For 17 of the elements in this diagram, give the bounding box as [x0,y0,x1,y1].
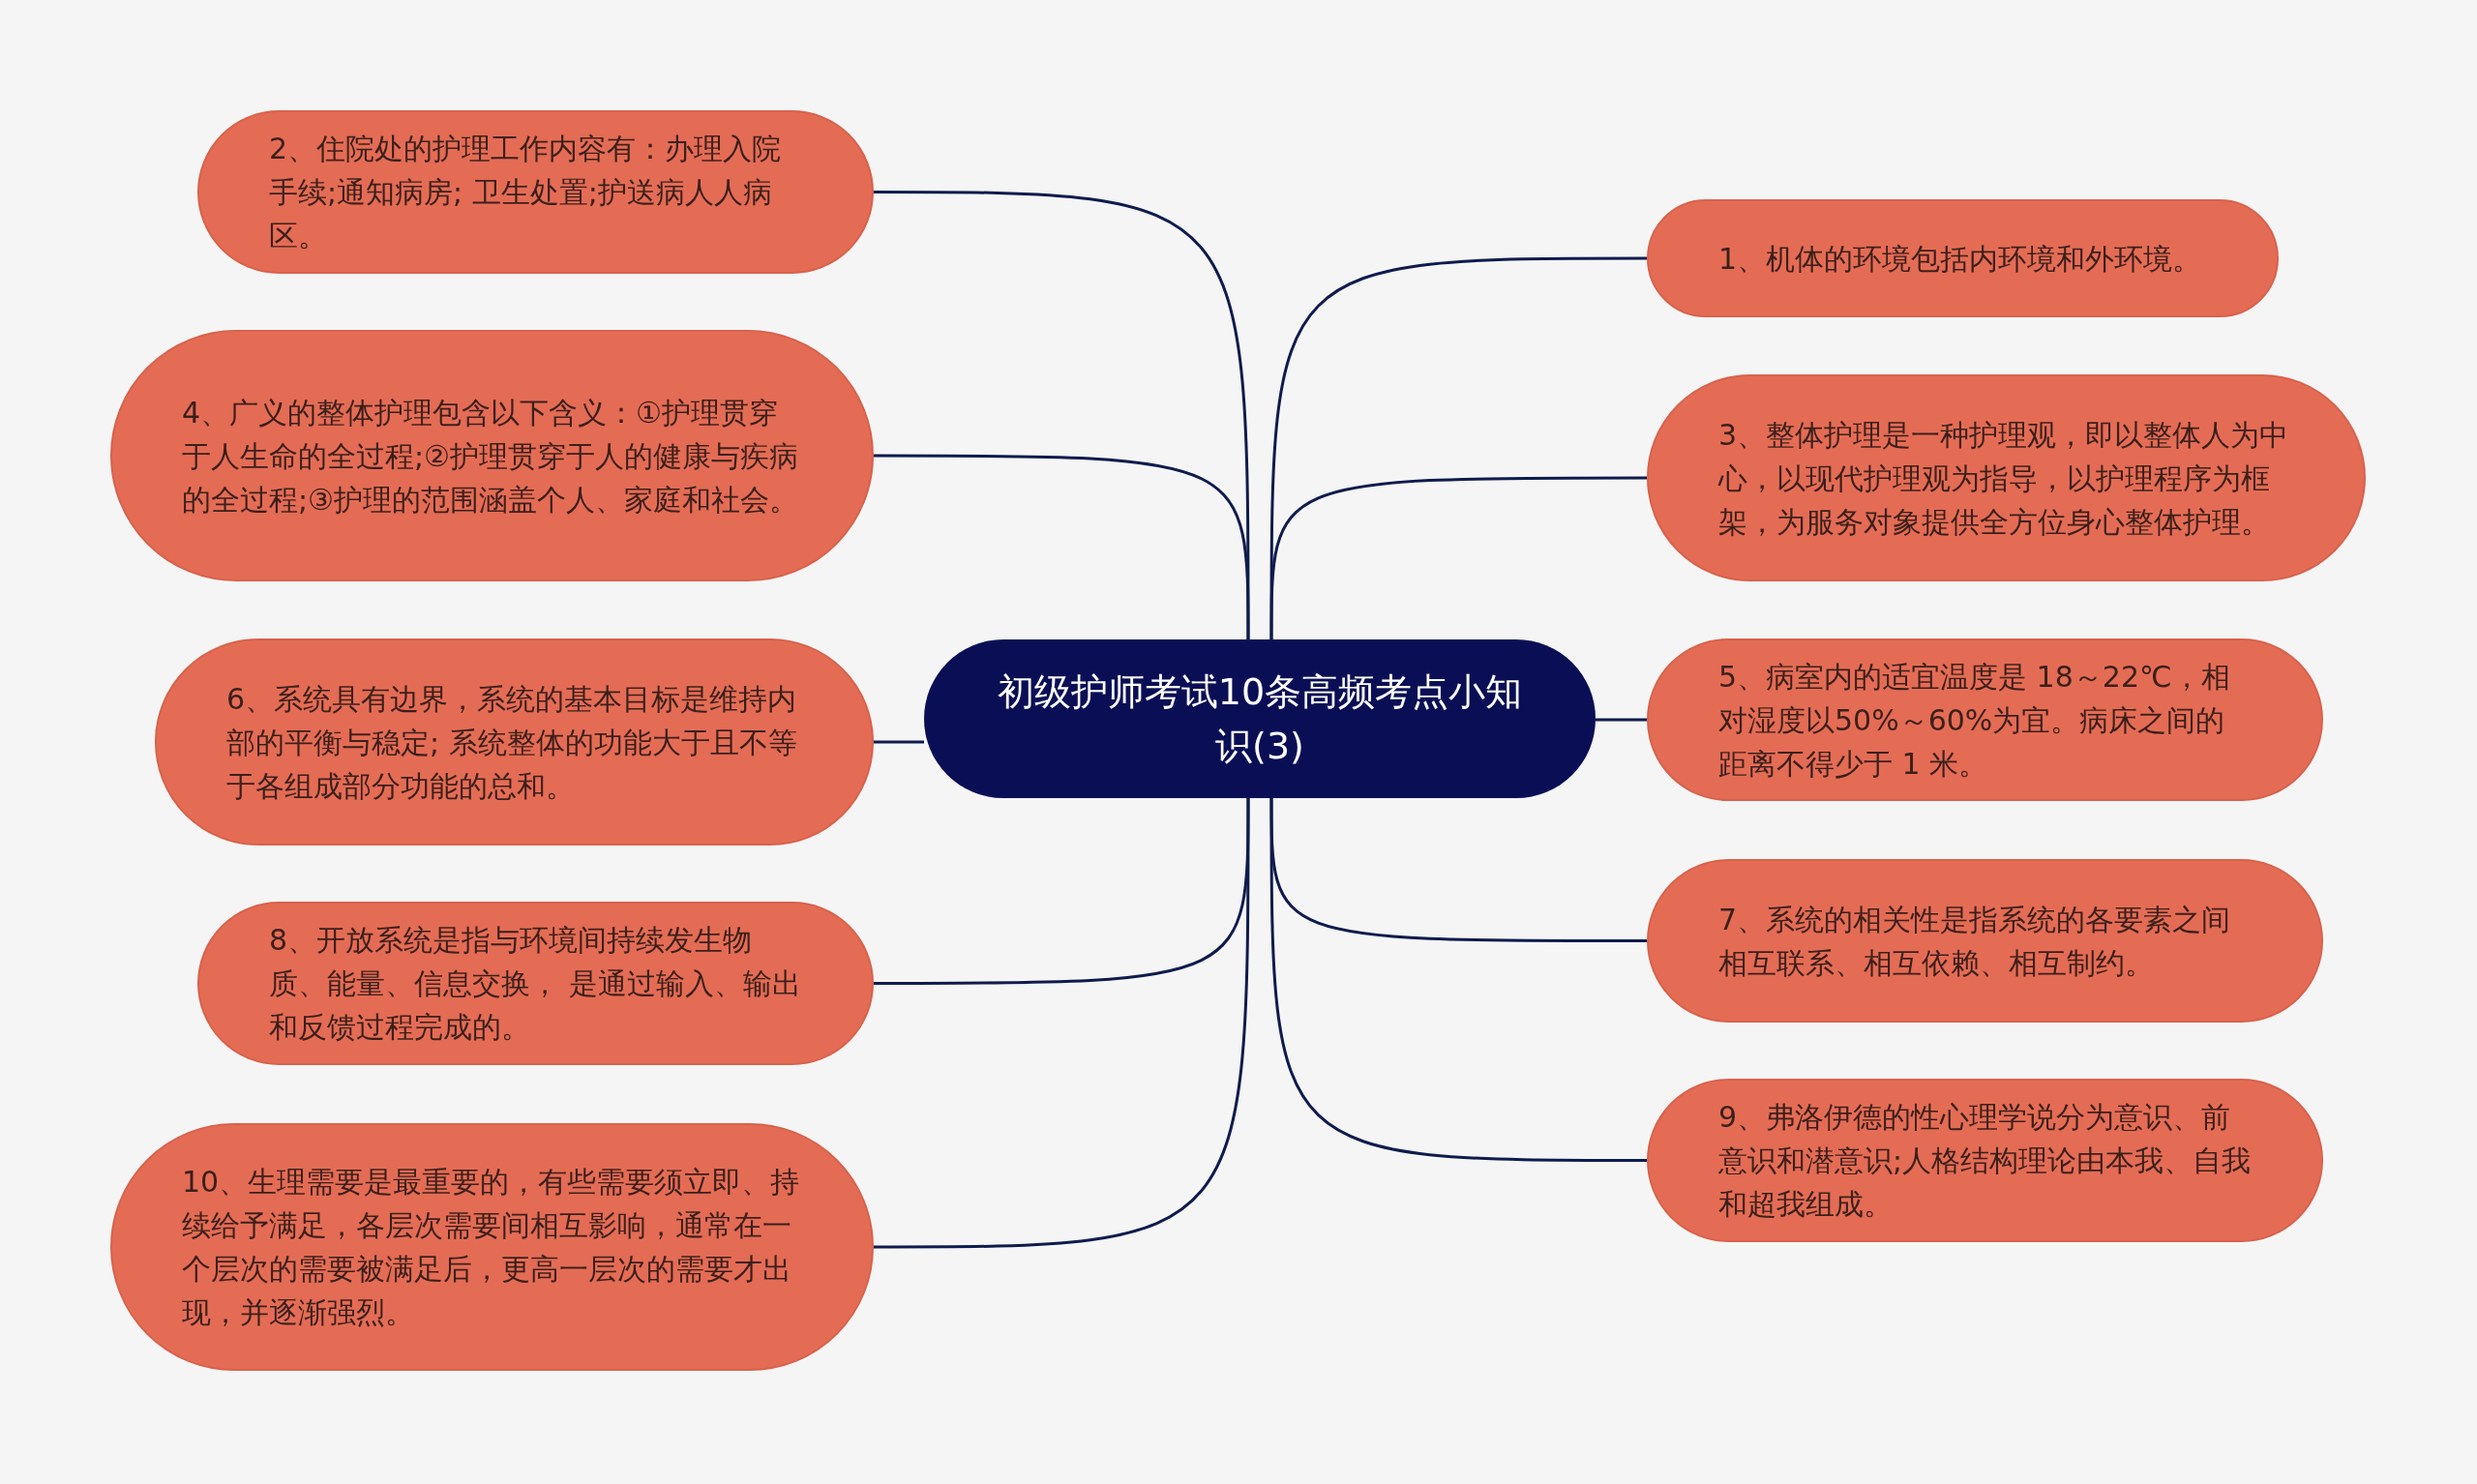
note-text: 9、弗洛伊德的性心理学说分为意识、前意识和潜意识;人格结构理论由本我、自我和超我组成。 [1718,1099,2252,1223]
connector-line [1269,798,1647,1162]
note-text: 8、开放系统是指与环境间持续发生物质、能量、信息交换， 是通过输入、输出和反馈过程完成的。 [269,922,802,1046]
connector-line [874,740,924,744]
connector-line [1596,718,1647,722]
note-text: 3、整体护理是一种护理观，即以整体人为中心，以现代护理观为指导，以护理程序为框架，为服务对象提供全方位身心整体护理。 [1718,416,2290,541]
note-text: 10、生理需要是最重要的，有些需要须立即、持续给予满足，各层次需要间相互影响，通常在一个层次的需要被满足后，更高一层次的需要才出现，并逐渐强烈。 [182,1164,801,1331]
note-text: 5、病室内的适宜温度是 18～22℃，相对湿度以50%～60%为宜。病床之间的距离不得少于 1 米。 [1718,658,2231,783]
connector-line [874,454,1250,639]
note-text: 2、住院处的护理工作内容有：办理入院手续;通知病房; 卫生处置;护送病人人病区。 [269,131,783,254]
note-text: 7、系统的相关性是指系统的各要素之间相互联系、相互依赖、相互制约。 [1718,901,2232,982]
topic-text: 初级护师考试10条高频考点小知识(3) [996,669,1524,769]
note-text: 1、机体的环境包括内环境和外环境。 [1718,240,2203,278]
note-text: 6、系统具有边界，系统的基本目标是维持内部的平衡与稳定; 系统整体的功能大于且不等于各组成部分功能的总和。 [226,680,798,805]
connector-line [874,798,1250,1249]
connector-line [1269,476,1647,639]
note-text: 4、广义的整体护理包含以下含义：①护理贯穿于人生命的全过程;②护理贯穿于人的健康与疾病的全过程;③护理的范围涵盖个人、家庭和社会。 [182,394,799,519]
